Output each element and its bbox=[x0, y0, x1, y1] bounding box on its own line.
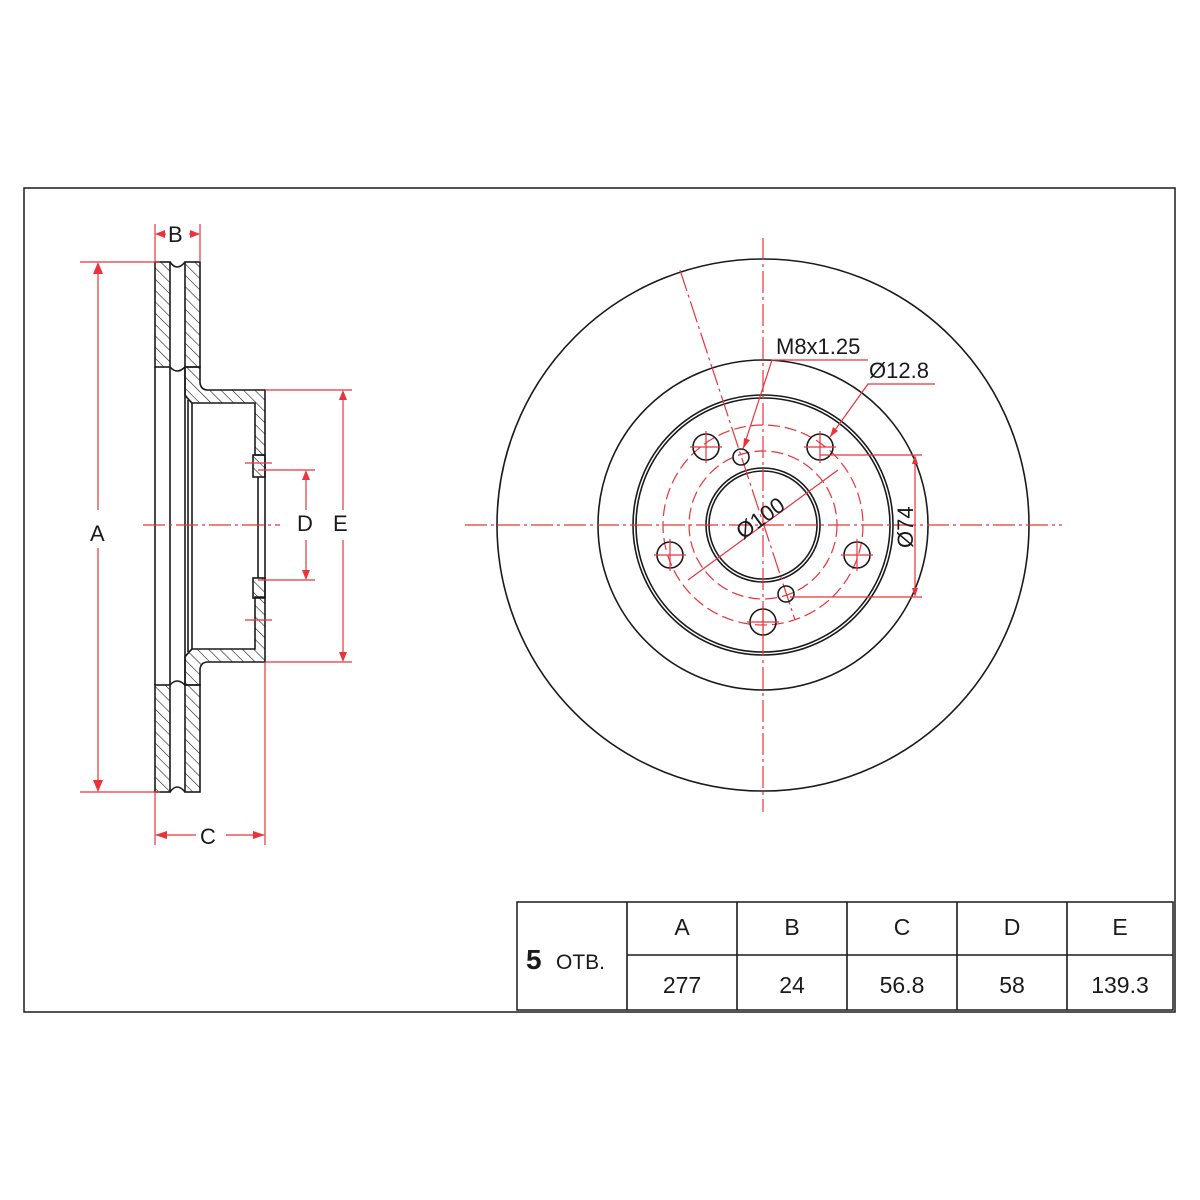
spec-table: 5 ОТВ. A B C D E 277 24 56.8 58 139.3 bbox=[516, 901, 1174, 1011]
holes-suffix: ОТВ. bbox=[556, 951, 605, 974]
pcd-label: Ø100 bbox=[731, 492, 789, 544]
value-c: 56.8 bbox=[880, 972, 925, 998]
header-c: C bbox=[894, 914, 911, 940]
value-d: 58 bbox=[999, 972, 1025, 998]
header-d: D bbox=[1004, 914, 1021, 940]
threaded-hole bbox=[732, 448, 750, 466]
dim-label-a: A bbox=[90, 521, 105, 546]
drawing-frame bbox=[23, 187, 1176, 1013]
inner-plate-top bbox=[184, 261, 201, 368]
holes-count: 5 bbox=[526, 944, 542, 975]
thread-label: M8x1.25 bbox=[776, 334, 860, 359]
header-e: E bbox=[1112, 914, 1127, 940]
front-view: M8x1.25 Ø12.8 Ø100 Ø74 bbox=[465, 238, 1062, 812]
hole-diameter-label: Ø12.8 bbox=[869, 358, 929, 383]
inner-plate-bottom bbox=[184, 684, 201, 793]
dim-label-b: B bbox=[168, 222, 183, 247]
dim-label-c: C bbox=[200, 824, 216, 849]
hub-flange-top bbox=[252, 454, 266, 478]
hat-bottom bbox=[184, 596, 266, 686]
header-b: B bbox=[784, 914, 799, 940]
hub-flange-bottom bbox=[252, 577, 266, 599]
threaded-hole bbox=[777, 585, 795, 603]
header-a: A bbox=[674, 914, 690, 940]
outer-plate-top bbox=[154, 261, 171, 368]
value-a: 277 bbox=[663, 972, 701, 998]
dim-label-e: E bbox=[333, 511, 348, 536]
bolt-holes bbox=[654, 431, 873, 638]
dim-label-d: D bbox=[297, 511, 313, 536]
value-b: 24 bbox=[779, 972, 805, 998]
value-e: 139.3 bbox=[1091, 972, 1149, 998]
side-view: A B C D E bbox=[80, 222, 352, 849]
hub-diameter-label: Ø74 bbox=[893, 506, 918, 548]
outer-plate-bottom bbox=[154, 684, 171, 793]
hat-top bbox=[184, 366, 266, 456]
